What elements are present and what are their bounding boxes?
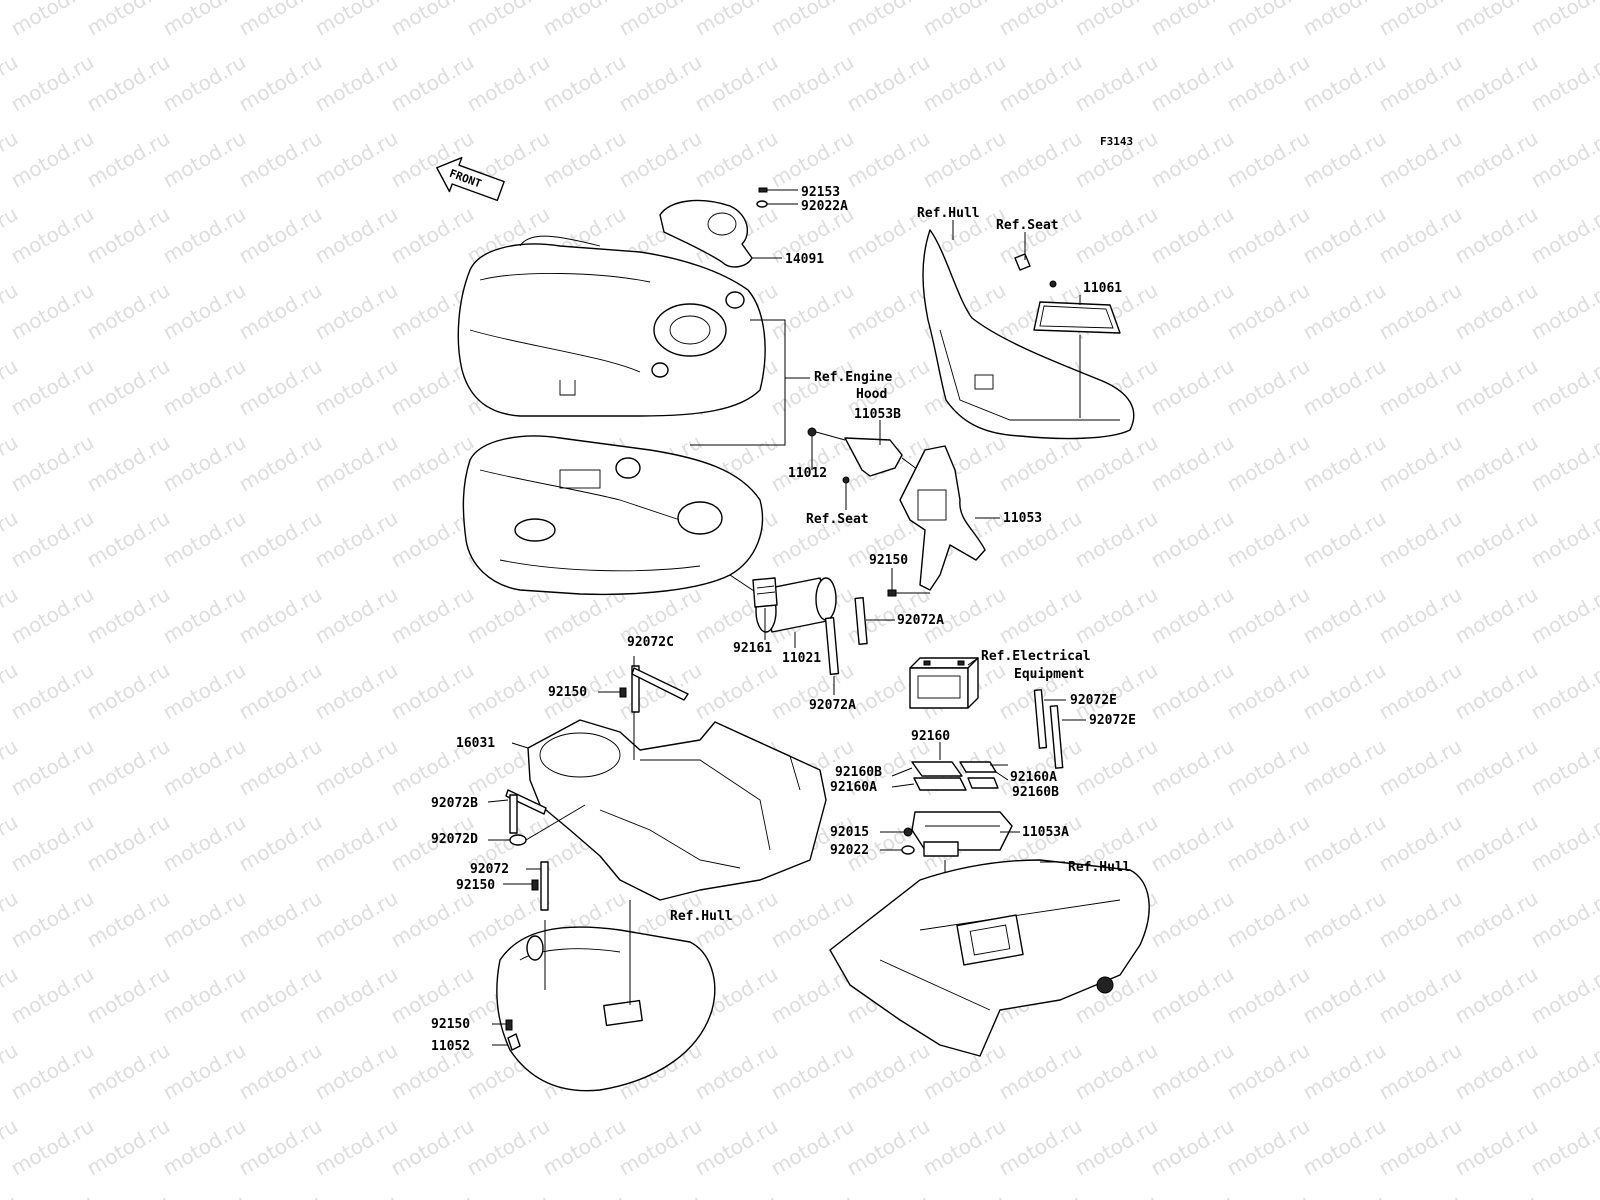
part-number-11052: 11052 (431, 1039, 470, 1054)
diagram-id: F3143 (1100, 135, 1133, 148)
battery-pads-92160 (911, 761, 999, 791)
part-number-92160a: 92160A (830, 780, 877, 795)
strap-92072e-left (1033, 689, 1048, 749)
pad-92161 (752, 577, 778, 608)
part-number-92150: 92150 (869, 553, 908, 568)
part-number-92072a: 92072A (809, 698, 856, 713)
strap-92072b (505, 789, 547, 834)
part-number-92015: 92015 (830, 825, 869, 840)
bolt-icon (492, 1019, 513, 1031)
ring-92072d (488, 834, 527, 846)
part-number-92150: 92150 (548, 685, 587, 700)
ref-seat-label-mid: Ref.Seat (806, 512, 869, 527)
ref-hull-label: Ref.Hull (917, 206, 980, 221)
hull-deck-right (829, 859, 1150, 1057)
strap-92072a-upper (854, 597, 868, 645)
bolt-icon (887, 568, 930, 597)
part-number-92022: 92022 (830, 843, 869, 858)
clip-icon (492, 1033, 521, 1051)
part-number-11053: 11053 (1003, 511, 1042, 526)
part-number-11053a: 11053A (1022, 825, 1069, 840)
hull-bottom-left (496, 926, 716, 1092)
part-number-11053b: 11053B (854, 407, 901, 422)
battery (909, 657, 979, 709)
part-number-92160: 92160 (911, 729, 950, 744)
part-number-16031: 16031 (456, 736, 495, 751)
bolt-icon (758, 187, 798, 193)
front-arrow-icon: FRONT (436, 156, 505, 202)
part-number-14091: 14091 (785, 252, 824, 267)
ref-electrical-label: Ref.Electrical (981, 649, 1091, 664)
part-number-92072b: 92072B (431, 796, 478, 811)
strap-92072 (540, 861, 549, 911)
storage-lid-11061 (1033, 301, 1121, 334)
part-number-92150: 92150 (431, 1017, 470, 1032)
part-number-92022a: 92022A (801, 199, 848, 214)
part-number-11061: 11061 (1083, 281, 1122, 296)
washer-icon (880, 845, 915, 855)
bolt-icon (598, 687, 627, 698)
bolt-icon (503, 879, 539, 891)
part-number-92161: 92161 (733, 641, 772, 656)
engine-hood-cover (457, 235, 766, 417)
nut-icon (880, 827, 913, 837)
shroud-part-14091 (659, 199, 753, 268)
part-number-92072a: 92072A (897, 613, 944, 628)
engine-compartment-tub (462, 435, 764, 596)
part-number-92160a: 92160A (1010, 770, 1057, 785)
part-number-92072e: 92072E (1089, 713, 1136, 728)
ref-hull-label-bottom: Ref.Hull (670, 909, 733, 924)
part-number-92160b: 92160B (1012, 785, 1059, 800)
battery-tray-11053a (911, 811, 1013, 857)
part-number-92072d: 92072D (431, 832, 478, 847)
strap-92072a-lower (824, 617, 840, 675)
ref-seat-label: Ref.Seat (996, 218, 1059, 233)
part-number-11021: 11021 (782, 651, 821, 666)
part-number-92072e: 92072E (1070, 693, 1117, 708)
ref-engine-hood-label: Ref.Engine (814, 370, 892, 385)
part-number-92150: 92150 (456, 878, 495, 893)
hull-section-top-right (922, 229, 1135, 440)
washer-icon (756, 200, 798, 208)
part-number-11012: 11012 (788, 466, 827, 481)
part-number-92072c: 92072C (627, 635, 674, 650)
ref-electrical-label-line2: Equipment (1014, 667, 1084, 682)
bracket-11053 (899, 445, 986, 591)
strap-92072c (631, 665, 689, 713)
ref-engine-hood-label-line2: Hood (856, 387, 887, 402)
part-number-92072: 92072 (470, 862, 509, 877)
strap-92072e-right (1049, 705, 1064, 769)
part-number-92153: 92153 (801, 185, 840, 200)
part-number-92160b: 92160B (835, 765, 882, 780)
ref-hull-label-right: Ref.Hull (1068, 860, 1131, 875)
storage-bin-16031 (527, 719, 827, 901)
